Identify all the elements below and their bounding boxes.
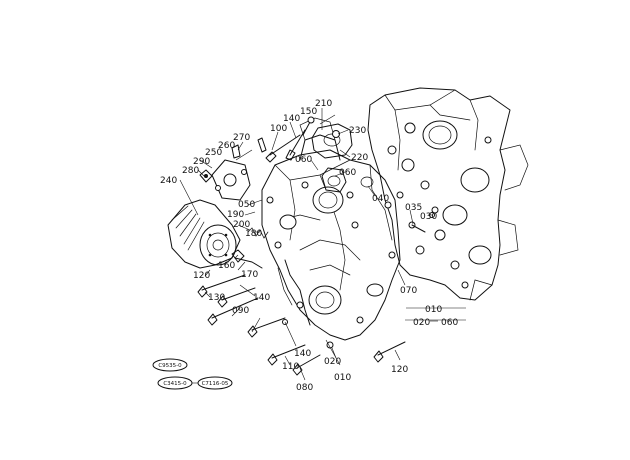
label-020-group: 020 [413, 318, 430, 328]
bolts [197, 116, 435, 376]
label-060-mid: 060 [339, 168, 356, 178]
label-090: 090 [232, 306, 249, 316]
label-035: 035 [405, 203, 422, 213]
label-220: 220 [351, 153, 368, 163]
ref-code-2: C3415-0 [163, 381, 187, 387]
label-020-low: 020 [324, 357, 341, 367]
ref-code-1: C9535-0 [158, 363, 182, 369]
gear-case [261, 117, 401, 341]
label-100: 100 [270, 124, 287, 134]
label-230: 230 [349, 126, 366, 136]
label-120-left: 120 [193, 271, 210, 281]
label-080: 080 [296, 383, 313, 393]
label-190: 190 [227, 210, 244, 220]
label-130: 130 [208, 293, 225, 303]
reference-codes: C9535-0 C3415-0 C7116-05 [152, 358, 233, 390]
label-140-low: 140 [294, 349, 311, 359]
label-060-top: 060 [295, 155, 312, 165]
label-200: 200 [233, 220, 250, 230]
filter-bracket [199, 137, 267, 201]
label-180: 180 [245, 229, 262, 239]
label-280: 280 [182, 166, 199, 176]
engine-block [367, 87, 529, 301]
label-040: 040 [372, 194, 389, 204]
label-290: 290 [193, 157, 210, 167]
label-140-mid: 140 [253, 293, 270, 303]
label-050: 050 [238, 200, 255, 210]
label-210: 210 [315, 99, 332, 109]
label-010-low: 010 [334, 373, 351, 383]
part-labels: 210 150 140 100 230 220 060 060 040 035 … [160, 99, 458, 393]
label-270: 270 [233, 133, 250, 143]
label-070: 070 [400, 286, 417, 296]
label-170: 170 [241, 270, 258, 280]
label-240: 240 [160, 176, 177, 186]
label-120-right: 120 [391, 365, 408, 375]
label-160: 160 [218, 261, 235, 271]
ref-code-3: C7116-05 [202, 381, 229, 387]
label-260: 260 [218, 141, 235, 151]
label-010-group: 010 [425, 305, 442, 315]
label-140-top: 140 [283, 114, 300, 124]
label-060-group: 060 [441, 318, 458, 328]
label-030: 030 [420, 212, 437, 222]
label-250: 250 [205, 148, 222, 158]
leader-lines [179, 108, 466, 381]
label-150: 150 [300, 107, 317, 117]
oil-filter [167, 199, 241, 269]
label-110: 110 [282, 362, 299, 372]
